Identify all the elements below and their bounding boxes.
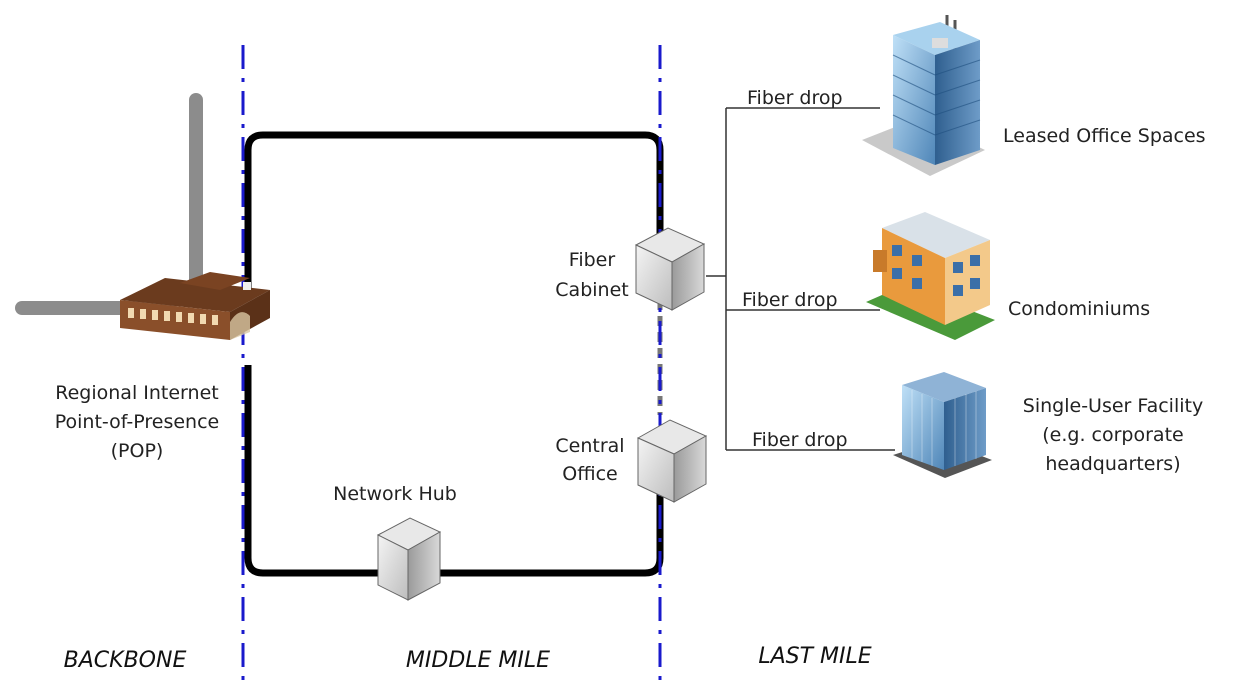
single-user-label-line-3: headquarters) [1045,453,1180,475]
zone-label-last-mile: LAST MILE [758,644,871,669]
pop-label-line-3: (POP) [111,440,164,462]
fiber-drop-label-1: Fiber drop [747,87,843,109]
central-office-label-line-2: Office [562,463,617,485]
single-user-label-line-2: (e.g. corporate [1042,424,1183,446]
network-hub-icon [376,517,442,601]
central-office-icon [636,419,708,503]
single-user-label-line-1: Single-User Facility [1023,395,1203,417]
central-office-label-line-1: Central [555,435,624,457]
pop-building-icon [120,272,270,340]
condominium-icon [866,212,995,340]
office-tower-icon [862,15,985,176]
fiber-cabinet-label-line-1: Fiber [569,249,616,271]
zone-boundaries [241,45,662,683]
fiber-drop-lines [706,107,895,451]
pop-label-line-2: Point-of-Presence [55,411,220,433]
zone-label-middle-mile: MIDDLE MILE [406,648,550,673]
zone-label-backbone: BACKBONE [64,648,187,673]
fiber-cabinet-icon [634,227,706,311]
fiber-drop-label-3: Fiber drop [752,429,848,451]
fiber-drop-label-2: Fiber drop [742,289,838,311]
backbone-pipes [15,93,203,315]
condominiums-label: Condominiums [1008,298,1150,320]
fiber-ring [244,131,664,577]
fiber-cabinet-label-line-2: Cabinet [555,279,628,301]
pop-label-line-1: Regional Internet [55,382,218,404]
network-hub-label: Network Hub [333,483,457,505]
corporate-building-icon [893,372,992,478]
leased-office-label: Leased Office Spaces [1003,125,1206,147]
